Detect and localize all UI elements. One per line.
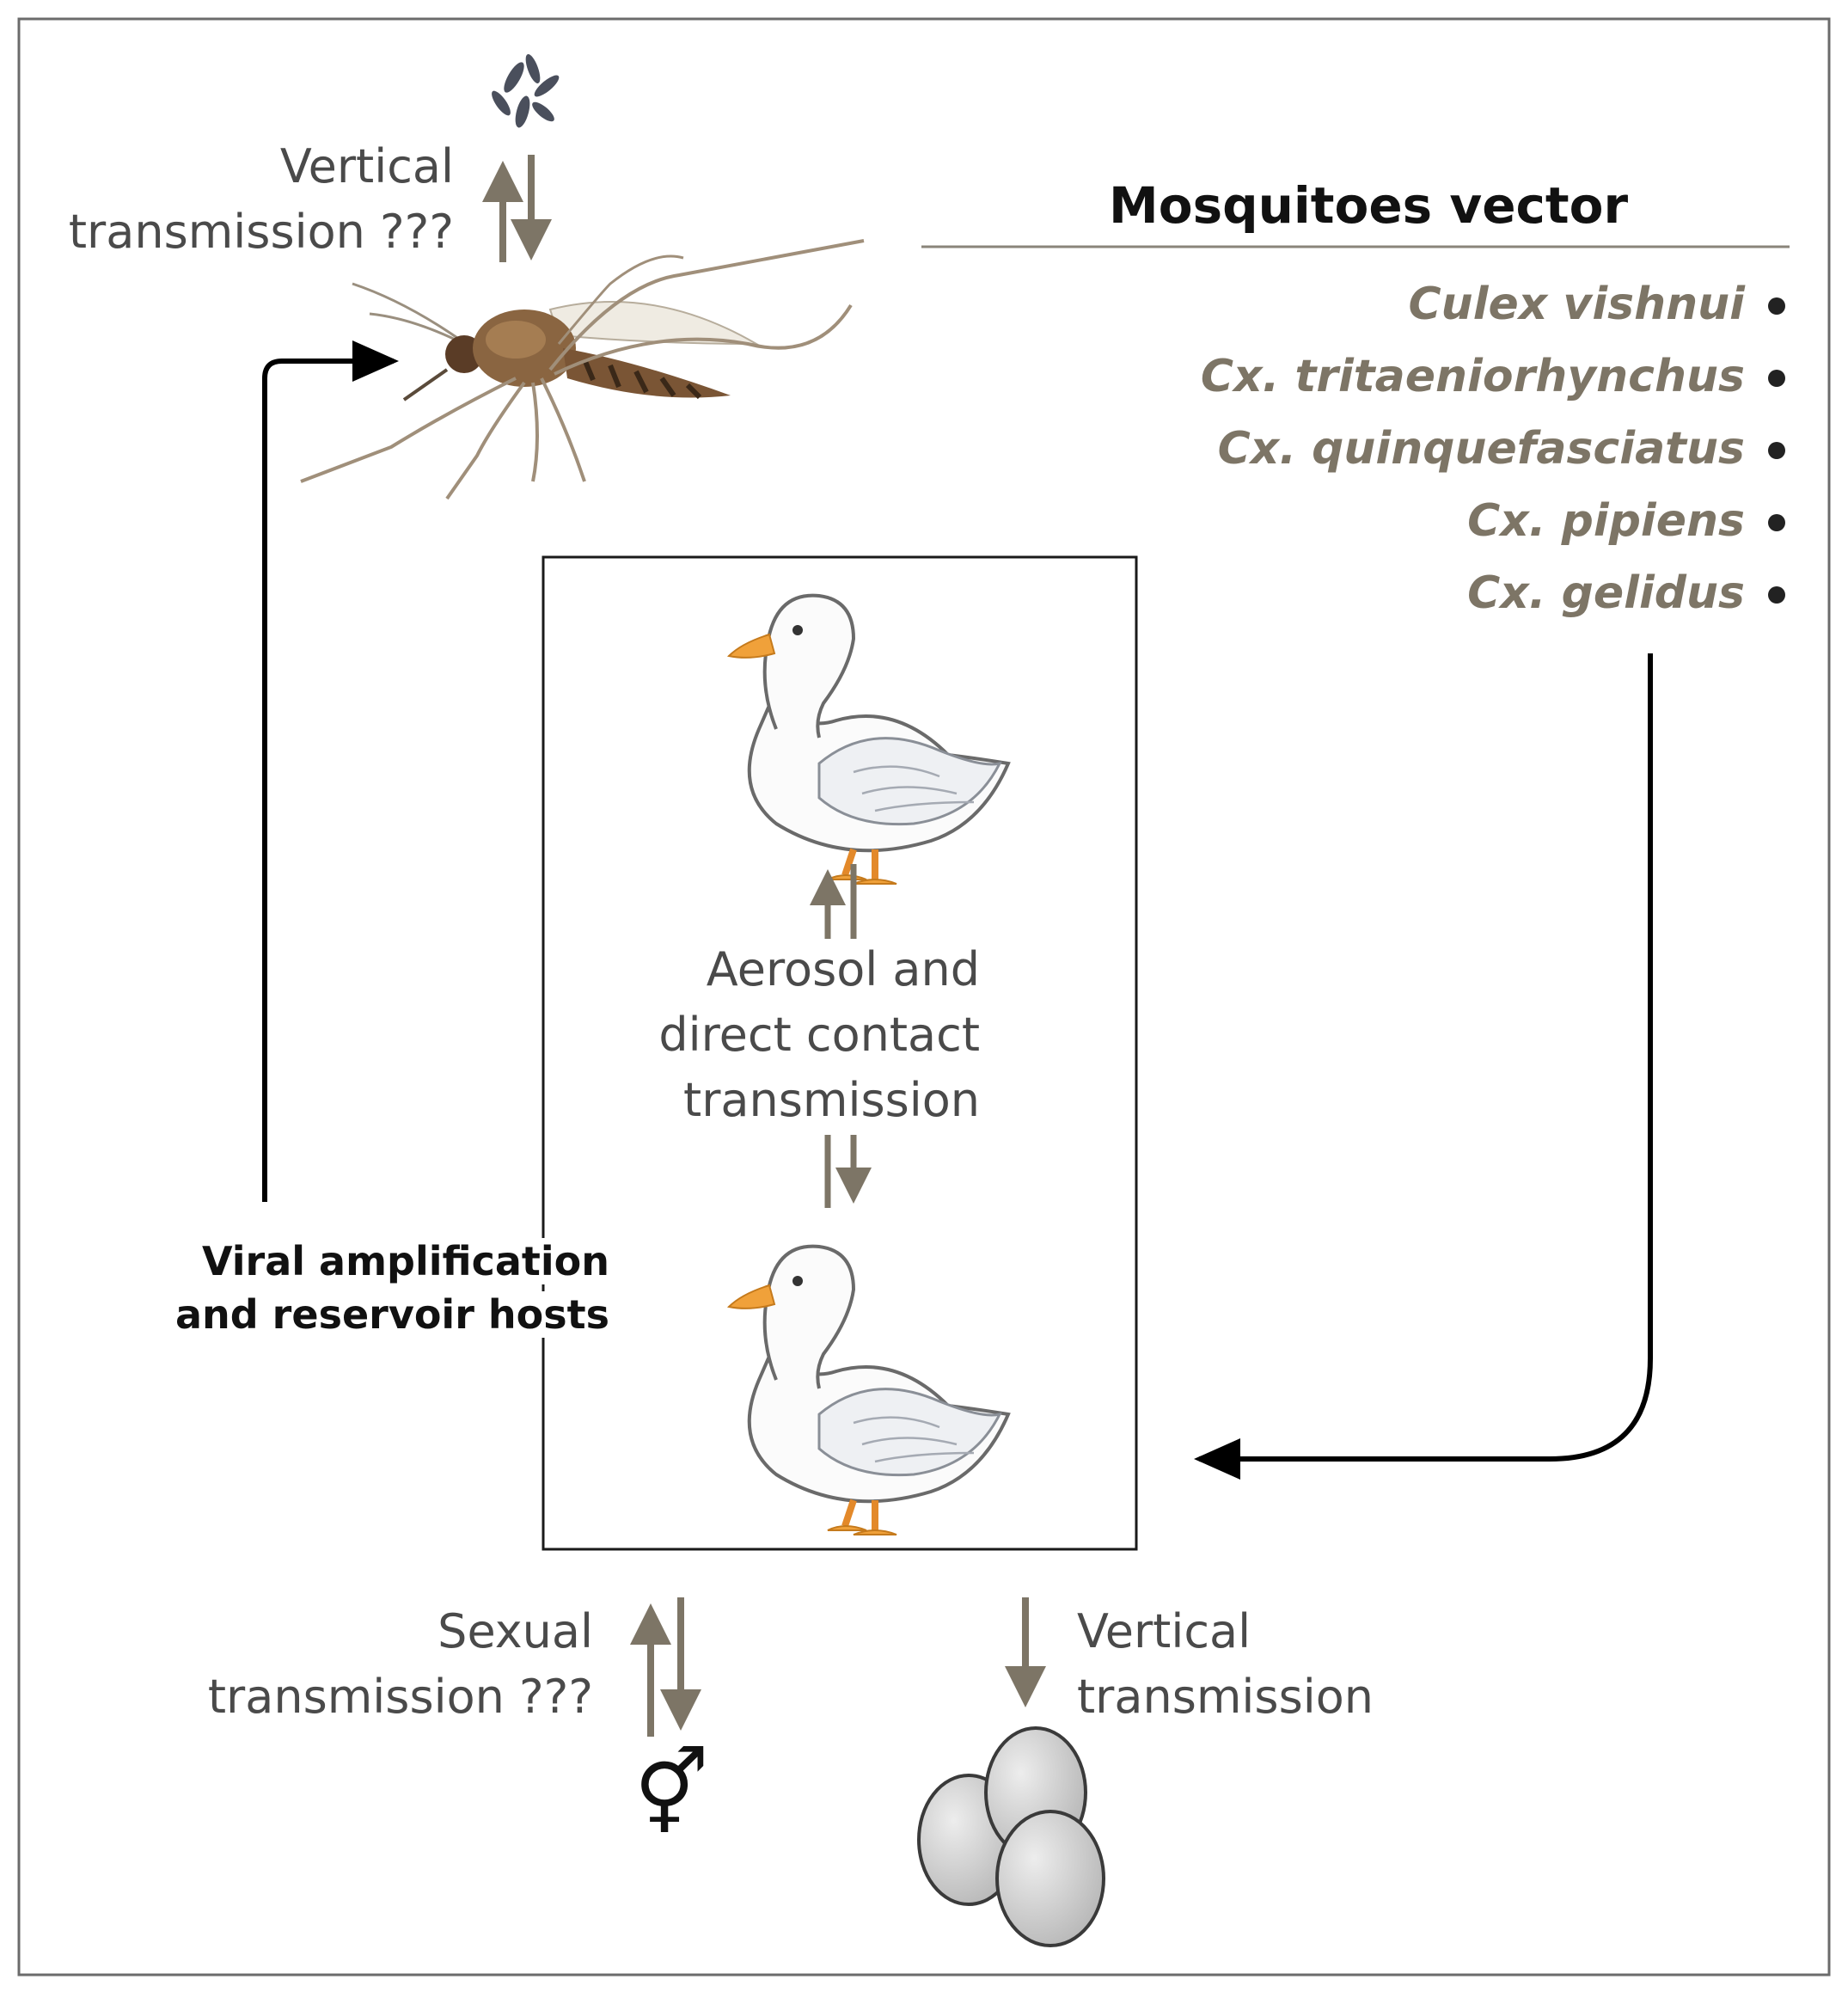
mosquito-icon <box>300 239 865 500</box>
reservoir-label-line1: Viral amplification <box>196 1238 615 1284</box>
species-item: Cx. tritaeniorhynchus <box>1200 351 1745 402</box>
species-item: Cx. pipiens <box>1467 495 1745 547</box>
outer-frame <box>17 17 1831 1977</box>
reservoir-to-mosquito-arrow <box>262 340 399 1202</box>
bullet-icon <box>1768 370 1785 387</box>
bullet-icon <box>1768 586 1785 604</box>
sex-symbol-icon: ⚥ <box>634 1745 709 1842</box>
mosquito-vertical-label-line2: transmission ??? <box>68 205 454 259</box>
sexual-label-line2: transmission ??? <box>207 1670 593 1724</box>
bullet-icon <box>1768 297 1785 315</box>
egg-icon <box>917 1726 1105 1947</box>
larvae-icon <box>492 53 560 128</box>
duck-box <box>542 555 1138 1551</box>
duck-icon <box>729 1247 1008 1535</box>
species-item: Culex vishnui <box>1408 279 1745 330</box>
species-item: Cx. quinquefasciatus <box>1217 423 1745 475</box>
contact-label-line2: direct contact <box>658 1008 980 1062</box>
contact-label-line3: transmission <box>683 1073 980 1127</box>
contact-label-line1: Aerosol and <box>706 942 980 996</box>
egg-vertical-label-line1: Vertical <box>1077 1604 1251 1658</box>
mosquito-vertical-label-line1: Vertical <box>279 139 454 193</box>
reservoir-label-line2: and reservoir hosts <box>169 1291 615 1338</box>
egg-vertical-label-line2: transmission <box>1077 1670 1374 1724</box>
species-item: Cx. gelidus <box>1467 567 1745 619</box>
bullet-icon <box>1768 514 1785 531</box>
vector-title: Mosquitoes vector <box>1109 176 1629 235</box>
species-bullets <box>1768 297 1785 604</box>
sexual-label-line1: Sexual <box>438 1604 593 1658</box>
bullet-icon <box>1768 442 1785 459</box>
vector-to-duck-arrow <box>1194 653 1653 1480</box>
duck-icon <box>729 596 1008 884</box>
